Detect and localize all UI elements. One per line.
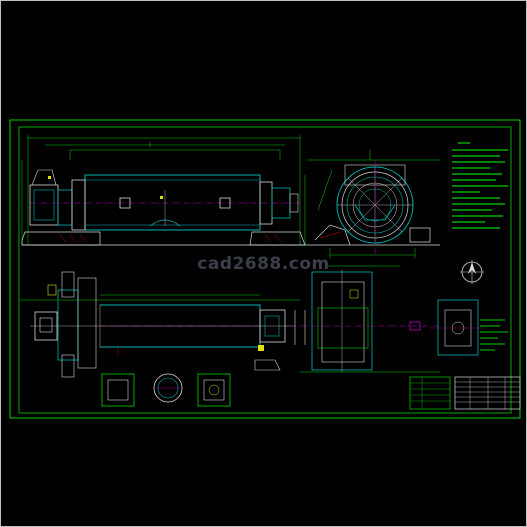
mill-plan-view[interactable] <box>20 271 300 378</box>
north-arrow-icon <box>460 260 484 284</box>
title-block[interactable] <box>409 376 521 410</box>
parts-notes-block <box>480 319 508 351</box>
section-details[interactable] <box>101 373 231 407</box>
foundation-hatch <box>59 234 282 243</box>
elevation-dimensions <box>21 135 306 245</box>
mill-elevation-view[interactable] <box>21 135 306 246</box>
motor-detail[interactable] <box>430 299 485 356</box>
drive-assembly-detail[interactable] <box>290 265 440 373</box>
mill-end-view[interactable] <box>300 150 440 258</box>
elevation-marks <box>48 176 163 199</box>
technical-notes-block <box>452 142 508 229</box>
plan-marks <box>99 305 119 355</box>
sheet-frame <box>9 119 521 419</box>
